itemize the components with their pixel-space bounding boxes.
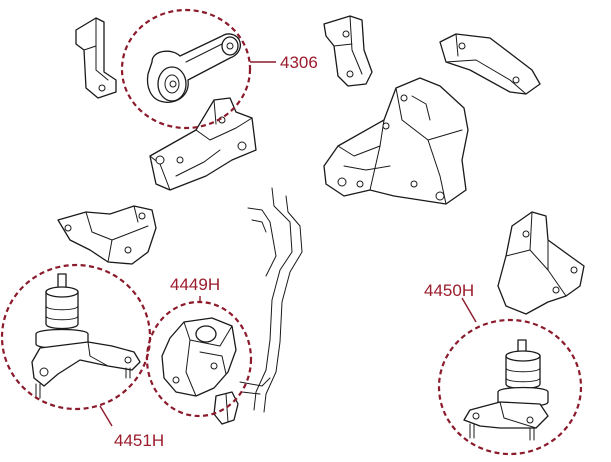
callout-label-4306: 4306	[280, 53, 318, 72]
engine-mount-4449h-part	[161, 317, 239, 425]
torque-rod-part	[146, 33, 242, 103]
callout-label-4450h: 4450H	[424, 281, 474, 300]
engine-mount-4451h-part	[31, 273, 141, 399]
small-angle-bracket	[323, 15, 373, 87]
flat-strap-bracket	[439, 33, 541, 95]
engine-mount-4450h-part	[463, 339, 549, 441]
lower-left-bracket	[57, 205, 157, 265]
callout-4306: 4306	[120, 8, 318, 130]
callout-label-4451h: 4451H	[114, 431, 164, 450]
large-mounting-bracket	[323, 77, 469, 205]
upright-bracket	[75, 17, 117, 99]
callout-4451h: 4451H	[0, 263, 164, 450]
side-mount-bracket	[497, 211, 585, 315]
callout-label-4449h: 4449H	[170, 275, 220, 294]
torque-rod-bracket	[149, 97, 257, 191]
callout-4449h: 4449H	[145, 275, 253, 418]
vacuum-hose	[239, 187, 303, 413]
callout-4450h: 4450H	[424, 281, 583, 456]
